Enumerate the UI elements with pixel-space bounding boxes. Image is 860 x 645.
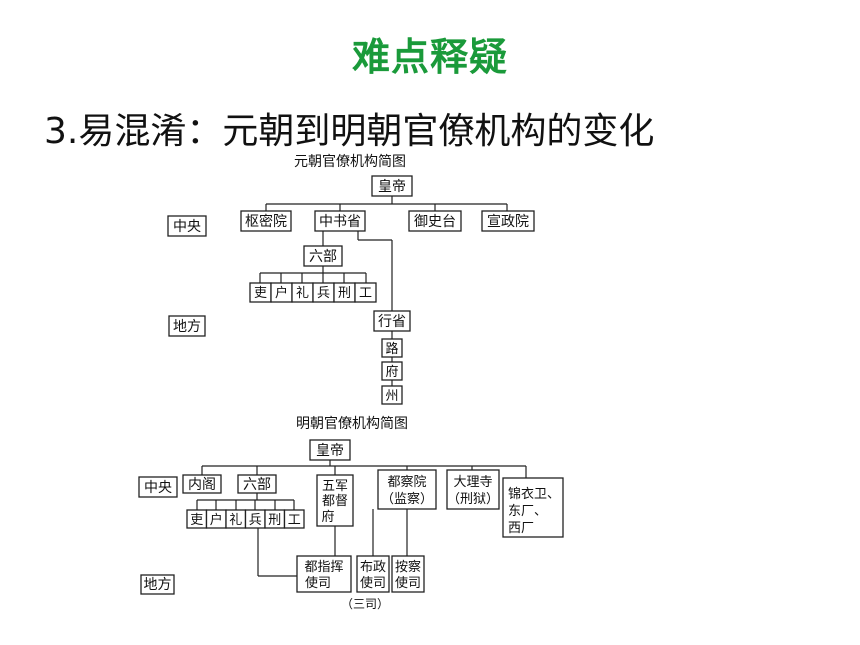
yuan-ministry-label: 工 (359, 286, 372, 301)
ming-dalisi-line1: 大理寺 (453, 475, 492, 490)
ming-ministry-label: 工 (288, 513, 301, 528)
yuan-lu-label: 路 (385, 341, 398, 357)
ming-six-ministries-box (237, 474, 277, 494)
ming-duchayuan-box (377, 469, 437, 510)
ming-buzheng-line1: 布政 (360, 560, 386, 575)
ming-ministry-label: 吏 (190, 512, 203, 528)
ming-ministry-label: 礼 (229, 512, 242, 528)
ming-sansi-label: （三司） (341, 597, 389, 611)
yuan-office-shumiyuan (240, 210, 292, 232)
ming-buzheng-line2: 使司 (360, 575, 386, 591)
ming-neige-box (182, 474, 222, 494)
ming-jinyiwei-line3: 西厂 (508, 521, 534, 536)
slide-title: 难点释疑 (351, 35, 508, 79)
ming-ministry-label: 兵 (249, 513, 262, 528)
yuan-lu-box (381, 338, 403, 358)
ming-jinyiwei-line1: 锦衣卫、 (508, 486, 560, 502)
ming-local-label-box (140, 574, 175, 595)
ming-dalisi-line2: （刑狱） (447, 492, 499, 507)
yuan-zhou-box (381, 385, 403, 405)
yuan-six-ministries-box (303, 245, 343, 267)
ming-jinyiwei-box (502, 477, 564, 538)
ming-emperor-label: 皇帝 (316, 443, 344, 459)
ming-ancha-line2: 使司 (395, 575, 421, 591)
ming-connectors (196, 460, 527, 577)
ming-local-label: 地方 (144, 577, 172, 593)
yuan-center-label: 中央 (173, 219, 201, 235)
yuan-ministry-label: 刑 (338, 286, 351, 301)
ming-emperor-box (309, 439, 351, 461)
yuan-connectors (259, 196, 508, 386)
ming-ministries-row: 吏 户 礼 兵 刑 工 (186, 509, 305, 529)
ming-ancha-box (391, 555, 425, 593)
yuan-office-xuanzhengyuan-label: 宣政院 (487, 214, 529, 230)
yuan-emperor-label: 皇帝 (378, 179, 406, 195)
yuan-ministry-label: 吏 (254, 285, 267, 301)
ming-dalisi-box (446, 469, 500, 510)
yuan-ministry-label: 礼 (296, 285, 309, 301)
yuan-zhou-label: 州 (385, 389, 398, 404)
ming-duzhihui-box (296, 555, 352, 593)
yuan-office-shumiyuan-label: 枢密院 (245, 213, 287, 230)
yuan-emperor-box (371, 175, 413, 197)
yuan-fu-box (381, 361, 403, 381)
ming-ministry-box (283, 509, 305, 529)
ming-ministry-label: 刑 (268, 513, 281, 528)
ming-wujun-line2: 都督 (322, 494, 348, 509)
yuan-ministry-label: 户 (275, 285, 288, 301)
ming-duzhihui-line2: 使司 (305, 575, 331, 591)
ming-center-label: 中央 (144, 480, 172, 496)
yuan-office-yushitai-label: 御史台 (414, 214, 456, 230)
ming-caption: 明朝官僚机构简图 (296, 415, 408, 432)
ming-wujun-line1: 五军 (322, 479, 348, 494)
yuan-fu-label: 府 (385, 365, 398, 380)
yuan-office-zhongshusheng-label: 中书省 (319, 214, 361, 230)
ming-duzhihui-line1: 都指挥 (304, 560, 343, 575)
yuan-ministry-box (354, 282, 377, 303)
yuan-six-ministries-label: 六部 (309, 249, 337, 265)
ming-ministry-label: 户 (210, 512, 223, 528)
yuan-office-xuanzhengyuan (481, 210, 535, 232)
yuan-center-label-box (167, 215, 207, 237)
yuan-office-yushitai (408, 210, 462, 232)
yuan-ministry-label: 兵 (317, 286, 330, 301)
ming-wujun-line3: 府 (321, 510, 334, 525)
ming-duchayuan-line1: 都察院 (387, 475, 426, 490)
ming-buzheng-box (356, 555, 390, 593)
ming-center-label-box (138, 476, 178, 498)
slide-subtitle: 3.易混淆：元朝到明朝官僚机构的变化 (44, 111, 655, 152)
ming-jinyiwei-line2: 东厂、 (508, 504, 547, 519)
yuan-caption: 元朝官僚机构简图 (294, 153, 406, 170)
ming-neige-label: 内阁 (188, 477, 216, 493)
ming-wujun-dudufu-box (316, 474, 354, 527)
ming-ancha-line1: 按察 (395, 560, 421, 575)
ming-six-ministries-label: 六部 (243, 477, 271, 493)
yuan-local-label: 地方 (173, 319, 201, 335)
yuan-local-label-box (168, 315, 206, 337)
yuan-xingsheng-label: 行省 (378, 314, 406, 330)
yuan-xingsheng-box (373, 310, 411, 332)
ming-duchayuan-line2: （监察） (381, 492, 433, 507)
yuan-office-zhongshusheng (314, 210, 366, 232)
yuan-ministries-row: 吏 户 礼 兵 刑 工 (249, 282, 377, 303)
